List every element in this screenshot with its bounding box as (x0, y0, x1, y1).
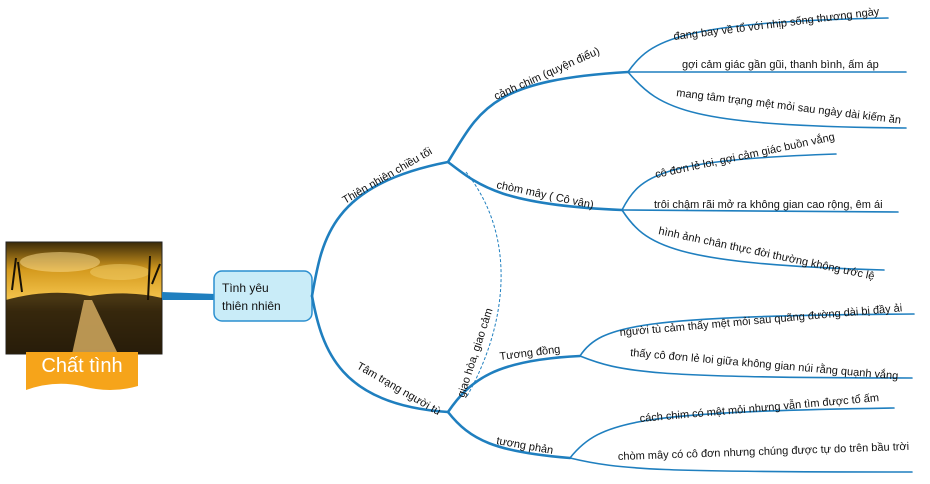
sub-line-tuong-dong (446, 354, 582, 414)
leaf-text: chòm mây có cô đơn nhưng chúng được tự d… (618, 441, 910, 463)
leaf-line (621, 209, 899, 213)
relationship-dashed-line (465, 171, 502, 399)
caption-text: Chất tình (41, 355, 122, 377)
leaf-text: hình ảnh chân thực đời thường không ước … (657, 225, 875, 283)
central-topic-line2: thiên nhiên (222, 299, 281, 313)
branch-line-top (310, 160, 450, 298)
leaf-line (579, 313, 915, 357)
caption-banner: Chất tình (26, 352, 138, 390)
leaf-line (579, 355, 913, 379)
leaf-text: gợi cảm giác gần gũi, thanh bình, ấm áp (682, 59, 879, 71)
leaf-text: đang bay về tổ với nhịp sống thương ngày (673, 6, 881, 43)
central-topic-line1: Tình yêu (222, 281, 269, 295)
leaf-line (569, 457, 913, 473)
leaf-line (621, 153, 837, 211)
central-topic[interactable]: Tình yêu thiên nhiên (213, 270, 313, 322)
leaf-line (569, 407, 895, 459)
relationship-label: giao hòa, giao cảm (455, 307, 495, 399)
leaf-line (627, 17, 889, 73)
sub-line-chom-may (446, 160, 624, 212)
branch-bottom-label[interactable]: Tâm trạng người tù (355, 360, 443, 418)
sub-line-canh-chim (446, 70, 630, 164)
image-connector (162, 292, 216, 300)
leaf-line (627, 71, 907, 129)
sub-canh-chim-label[interactable]: cảnh chim (quyện điểu) (492, 45, 601, 102)
sunset-road-image (5, 241, 163, 355)
branch-line-bottom (310, 294, 450, 414)
leaf-text: người tù cảm thấy mệt mỏi sau quãng đườn… (619, 302, 902, 339)
leaf-text: cách chim có mệt mỏi nhưng vẫn tìm được … (639, 391, 879, 425)
branch-top-label[interactable]: Thiên nhiên chiều tối (341, 145, 435, 206)
leaf-text: mang tâm trạng mệt mỏi sau ngày dài kiếm… (676, 87, 902, 126)
leaf-text: trôi chậm rãi mở ra không gian cao rộng,… (654, 199, 883, 211)
leaf-line (621, 209, 885, 271)
sub-line-tuong-phan (446, 410, 572, 460)
